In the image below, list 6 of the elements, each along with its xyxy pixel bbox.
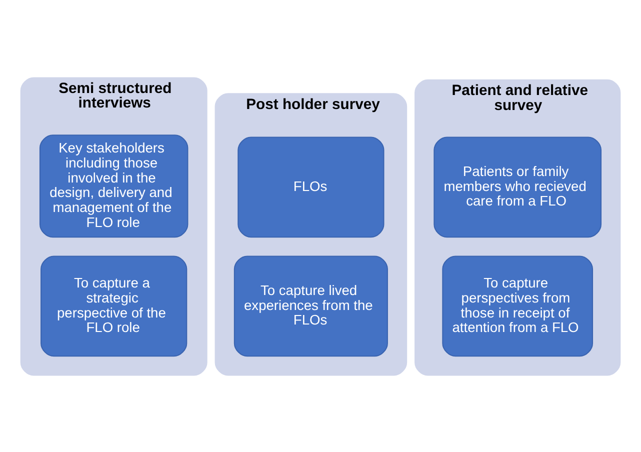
node-box: To capture a strategic perspective of the FLO role [40, 255, 188, 356]
node-box: Patients or family members who recieved care from a FLO [434, 136, 602, 238]
node-box: To capture lived experiences from the FLOs [234, 255, 388, 356]
node-box: To capture perspectives from those in receipt of attention from a FLO [442, 255, 594, 356]
node-box: FLOs [238, 136, 384, 238]
node-box: Key stakeholders including those involved in the design, delivery and management of the FLO role [39, 134, 188, 238]
